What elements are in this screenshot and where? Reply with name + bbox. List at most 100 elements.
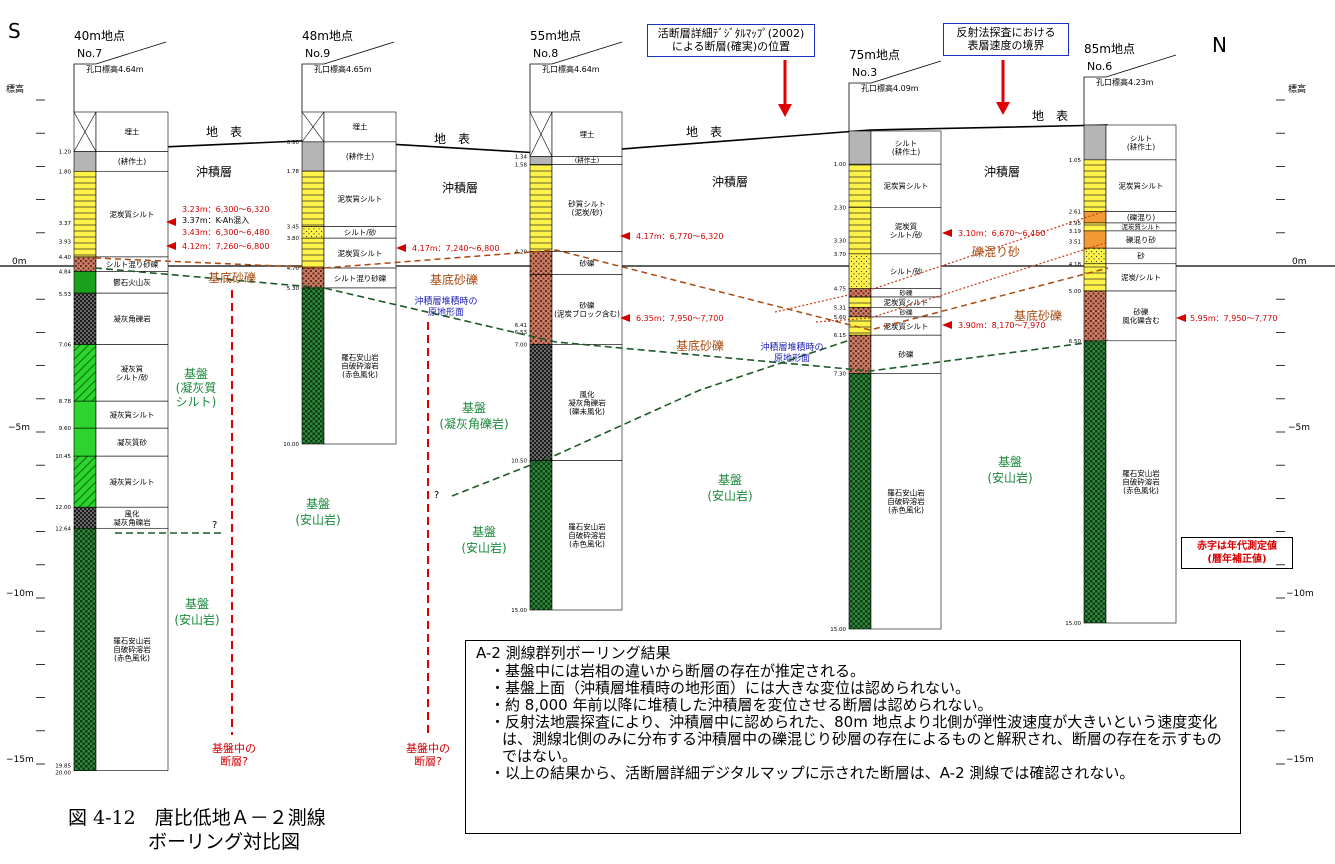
legend-note: 赤字は年代測定値(暦年補正値)	[1181, 537, 1293, 569]
layer-column-2	[848, 207, 872, 255]
layer-column-6	[1083, 263, 1107, 292]
layer-name: シルト/砂	[890, 266, 923, 276]
alluvium-label-3: 沖積層	[712, 174, 748, 189]
reflection-callout-text: 反射法探査における表層速度の境界	[956, 26, 1056, 52]
layer-name: (耕作土)	[118, 156, 146, 166]
layer-column-2	[1083, 211, 1107, 224]
basement-top-line	[94, 267, 1109, 372]
axis-tick-5-right: −5m	[1288, 423, 1310, 433]
layer-label-box-7	[1105, 290, 1177, 342]
fill-cross	[529, 111, 553, 157]
basement-sub-tuffbreccia-4: (凝灰角礫岩)	[439, 416, 508, 431]
station-label: 85m地点	[1084, 42, 1135, 56]
depth-label: 4.70	[287, 266, 300, 272]
layer-name: 泥炭質シルト	[1119, 181, 1164, 191]
basement-sub-andesite-7: (安山岩)	[987, 470, 1032, 485]
depth-label: 19.85	[55, 764, 71, 770]
layer-name: 風化凝灰角礫岩	[113, 508, 151, 527]
layer-name: 羅石安山岩自破砕溶岩(赤色風化)	[1122, 468, 1160, 495]
legend-note-text: 赤字は年代測定値(暦年補正値)	[1197, 541, 1277, 565]
depth-label: 1.58	[515, 162, 528, 168]
layer-name: シルト混り砂礫	[334, 273, 387, 283]
layer-column-4	[848, 288, 872, 298]
layer-column-4	[301, 237, 325, 269]
depth-label: 3.51	[1069, 240, 1081, 246]
station-label: 75m地点	[849, 48, 900, 62]
axis-tick-10-left: −10m	[6, 589, 34, 599]
axis-tick-5-left: −5m	[8, 423, 30, 433]
depth-label: 3.80	[287, 236, 300, 242]
gravelly-sand-lower-line	[815, 241, 1109, 323]
borehole-number: No.3	[852, 66, 877, 79]
reflection-callout: 反射法探査における表層速度の境界	[943, 23, 1069, 56]
layer-label-box-1	[870, 163, 942, 208]
basement-label-3: 基盤	[185, 597, 209, 611]
layer-name: 埋土	[353, 122, 368, 132]
depth-label: 12.64	[55, 526, 71, 532]
layer-name: 羅石安山岩自破砕溶岩(赤色風化)	[568, 522, 606, 549]
depth-label: 6.50	[1069, 339, 1082, 345]
collar-elevation: 孔口標高4.23m	[1096, 77, 1154, 87]
layer-name: 泥炭質シルト	[884, 297, 929, 307]
depth-label: 10.50	[511, 459, 527, 465]
layer-label-box-7	[95, 400, 169, 429]
layer-column-0	[848, 130, 872, 165]
depth-label: 15.00	[511, 608, 527, 614]
date-label-9: 3.90m：8,170～7,970	[958, 321, 1045, 330]
layer-name: 泥炭/シルト	[1121, 273, 1161, 282]
layer-column-4	[73, 271, 97, 294]
caption-line-2: ボーリング対比図	[148, 831, 301, 853]
basement-label-7: 基盤	[998, 455, 1022, 469]
layer-name: 泥炭質シルト	[1122, 222, 1161, 231]
fill-cross	[73, 111, 97, 152]
layer-column-9	[73, 455, 97, 508]
borehole-leader-line	[1083, 54, 1177, 125]
depth-label: 3.19	[1069, 229, 1082, 235]
question-mark-2: ?	[434, 490, 439, 501]
axis-tick-0-right: 0m	[1292, 257, 1307, 267]
basement-sub-andesite-2: (安山岩)	[295, 512, 340, 527]
layer-column-3	[1083, 222, 1107, 232]
basement-sub-andesite-6: (安山岩)	[707, 488, 752, 503]
basement-sub-andesite-3: (安山岩)	[174, 612, 219, 627]
depth-label: 2.95	[1069, 221, 1082, 227]
base-gravel-label-4: 基底砂礫	[1014, 308, 1062, 323]
layer-column-9	[848, 373, 872, 630]
layer-name: 凝灰質砂	[117, 437, 147, 447]
gravelly-sand-label: 礫混り砂	[972, 244, 1020, 259]
depth-label: 7.30	[834, 371, 847, 377]
results-item-3: 約 8,000 年前以降に堆積した沖積層を変位させる断層は認められない。	[490, 697, 1230, 714]
depth-label: 4.18	[1069, 262, 1082, 268]
layer-name: 泥炭質シルト/砂	[890, 221, 923, 240]
surface-label-2: 地 表	[434, 132, 470, 146]
layer-name: 砂礫風化礫含む	[1122, 306, 1160, 325]
layer-label-box-2	[95, 170, 169, 258]
depth-label: 20.00	[55, 771, 71, 777]
results-item-2: 基盤上面（沖積層堆積時の地形面）には大きな変位は認められない。	[490, 680, 1230, 697]
layer-label-box-2	[551, 164, 623, 252]
results-box: A-2 測線群列ボーリング結果 基盤中には岩相の違いから断層の存在が推定される。…	[465, 640, 1241, 834]
depth-label: 1.00	[834, 162, 847, 168]
depth-label: 4.84	[59, 269, 72, 275]
axis-title-left: 標高	[6, 83, 24, 95]
layer-column-1	[301, 141, 325, 172]
layer-column-5	[848, 296, 872, 308]
boreholes-group: 40m地点No.7孔口標高4.64m埋土(耕作土)泥炭質シルトシルト混り砂礫鬱石…	[55, 29, 1177, 777]
basement-sub-andesite-5: (安山岩)	[461, 540, 506, 555]
layer-name: 凝灰質シルト	[110, 476, 155, 486]
layer-name: 砂質シルト(泥炭/砂)	[568, 198, 606, 217]
depth-label: 1.20	[59, 150, 72, 156]
layer-column-7	[1083, 290, 1107, 342]
layer-name: 埋土	[580, 129, 595, 139]
fault-question-label-1: 基盤中の断層?	[212, 742, 256, 768]
results-item-1: 基盤中には岩相の違いから断層の存在が推定される。	[490, 663, 1230, 680]
layer-name: 礫混り砂	[1126, 234, 1156, 244]
layer-column-5	[73, 292, 97, 345]
borehole-number: No.7	[77, 47, 102, 60]
layer-label-box-9	[870, 373, 942, 630]
basement-label-2: 基盤	[306, 497, 330, 511]
layer-label-box-3	[870, 253, 942, 289]
depth-label: 3.45	[287, 225, 300, 231]
depth-label: 6.15	[834, 333, 847, 339]
borehole-leader-line	[73, 41, 167, 112]
